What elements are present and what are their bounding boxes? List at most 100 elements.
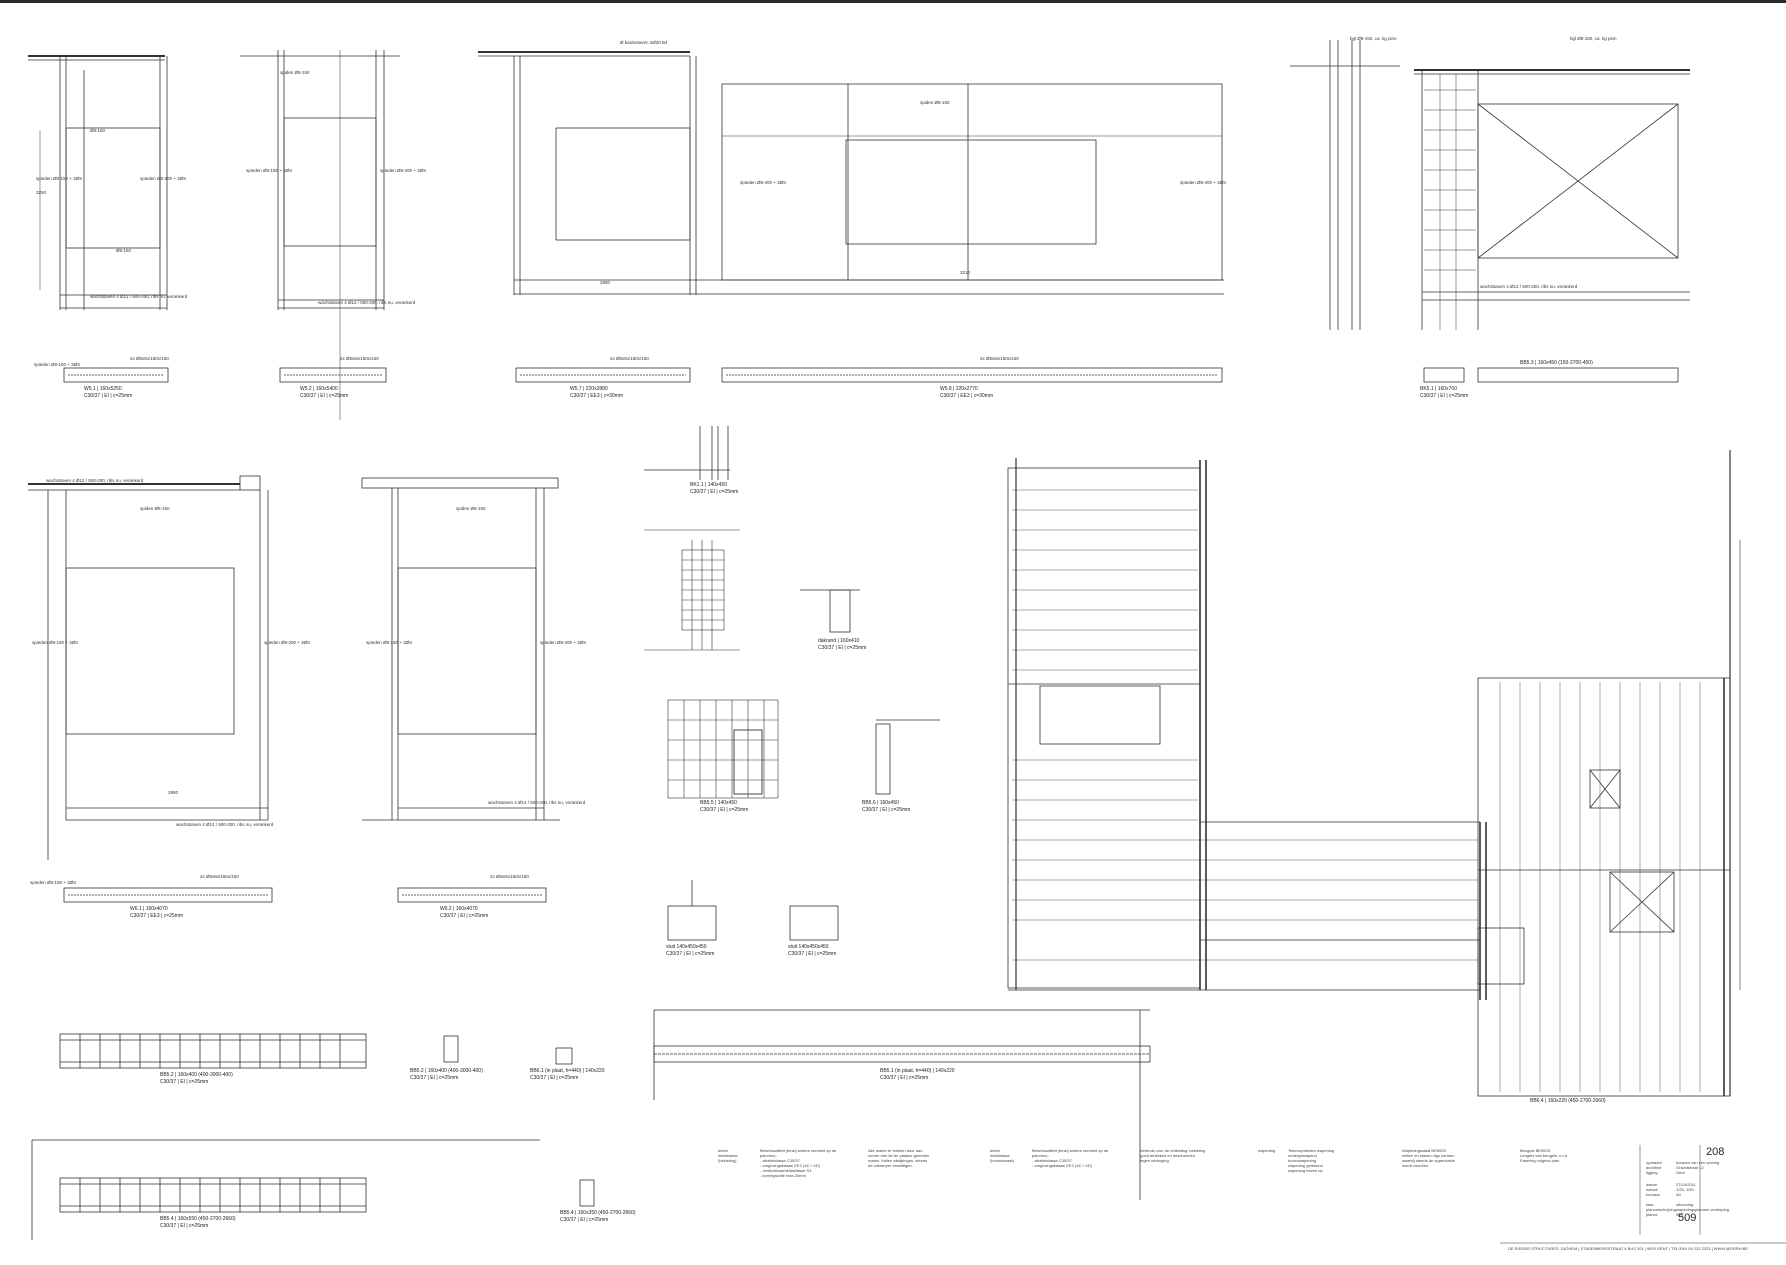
note-2: Betonkwaliteit (tenzij anders vermeld op… [760,1148,837,1178]
label-rebar-8: spiden Ø8-150 [456,506,486,511]
label-bottom-4: wachtstaven 4 Ø12 / 500-200, ribs nu, ve… [46,478,144,483]
caption-bb5-2-a-spec: C30/37 | EI | c=25mm [160,1079,209,1085]
beam-section-bb5-4 [579,1179,595,1207]
label-rebar-a: spiden Ø8-150 [280,70,310,75]
caption-w6-1-spec: C30/37 | EE3 | c=25mm [130,913,184,919]
wall-elevation-w6-1 [28,475,269,860]
wall-elevation-w6-2 [361,477,560,821]
caption-bb6-1: BB6.1 (in plaat, h=440) | 140x220 [530,1068,605,1074]
label-bottom-5: wachtstaven 4 Ø12 / 500-200, ribs nu, ve… [176,822,274,827]
title-block-labels-2: datum schaal formaat [1646,1182,1660,1197]
caption-dakrand-spec: C30/37 | EI | c=25mm [818,645,867,651]
beam-bb5-1 [653,1009,1151,1200]
detail-stuit-1 [667,880,717,941]
dim-right: 3210 [960,270,971,275]
label-dimbar-1: 2x Ø8x8x/150x/150 [130,356,169,361]
label-stirrups-1: spieden Ø8-150 + 3ØS [36,176,83,181]
sheet-revision: 509 [1678,1212,1697,1224]
label-dimbar-6: 2x Ø8x8x/150x/150 [490,874,529,879]
label-dimbar-5: 2x Ø8x8x/150x/150 [200,874,239,879]
caption-bb5-5: BB5.5 | 140x450 [700,800,737,806]
label-rebar-6: spiden Ø8-150 [140,506,170,511]
caption-plan-beam: BB6.4 | 160x220 (450-2700-2660) [1530,1098,1606,1104]
detail-lintel-grid [644,529,740,651]
dim-mid: 2950 [168,790,179,795]
caption-stuit-1: stuit 140x450x450 [666,944,707,950]
title-block-labels-3: fase planomschrijving plannr. [1646,1202,1676,1217]
label-strip-1: spieden Ø8-150 + 3ØS [34,362,81,367]
caption-bk5-1: BK5.1 | 160x700 [1420,386,1457,392]
caption-stuit-2: stuit 140x450x450 [788,944,829,950]
wall-elevation-w5-8 [721,83,1223,281]
caption-bb5-2-b-spec: C30/37 | EI | c=25mm [410,1075,459,1081]
label-rebar-1: spieden Ø8-200 + 3ØS [140,176,187,181]
floor-plan [1007,450,1741,1097]
wall-elevation-w5-2 [240,50,400,420]
caption-w5-8-spec: C30/37 | EE3 | c=30mm [940,393,994,399]
caption-bb5-4-a-spec: C30/37 | EI | c=25mm [160,1223,209,1229]
caption-bb5-1-spec: C30/37 | EI | c=25mm [880,1075,929,1081]
caption-stuit-2-spec: C30/37 | EI | c=25mm [788,951,837,957]
label-stirrups-2: spieden Ø8-150 + 3ØS [246,168,293,173]
label-bottom-6: wachtstaven 4 Ø12 / 500-200, ribs nu, ve… [488,800,586,805]
wall-elevation-bb5-3 [1414,69,1690,330]
caption-bb5-4-b: BB5.4 | 160x350 (450-2700-2660) [560,1210,636,1216]
caption-w5-7-spec: C30/37 | EE3 | c=30mm [570,393,624,399]
label-dimbar-3: 2x Ø8x8x/150x/150 [610,356,649,361]
label-stirrups-4: spieden Ø8-150 + 3ØS [366,640,413,645]
note-3: Alle maten te toetsen door aan nemer met… [868,1148,930,1168]
caption-bb5-6: BB5.6 | 160x450 [862,800,899,806]
sheet-number: 208 [1706,1146,1725,1158]
label-stirrups-3: spieden Ø8-150 + 3ØS [32,640,79,645]
note-7: wapening [1258,1148,1276,1153]
label-lintel: Ø basisstaven 2Ø20 B4 [620,40,668,45]
wall-grid [1424,74,1476,330]
caption-bb5-1: BB5.1 (in plaat, h=440) | 140x220 [880,1068,955,1074]
title-block-frame [1500,1145,1786,1244]
caption-bb5-4-b-spec: C30/37 | EI | c=25mm [560,1217,609,1223]
caption-bb5-6-spec: C30/37 | EI | c=25mm [862,807,911,813]
caption-w5-2: W5.2 | 160x5400 [300,386,338,392]
beam-bb5-4 [31,1139,540,1240]
detail-dakrand [800,589,860,633]
caption-w5-2-spec: C30/37 | EI | c=25mm [300,393,349,399]
label-rebar-top-1: Ø8-150 [90,128,106,133]
label-bottom-2: wachtstaven 4 Ø12 / 500-200, ribs nu, ve… [318,300,416,305]
caption-w5-1-spec: C30/37 | EI | c=25mm [84,393,133,399]
label-bottom-3: wachtstaven 4 Ø12 / 500-200, ribs nu, ve… [1480,284,1578,289]
beam-section-bb5-2 [443,1035,459,1063]
detail-bb5-5 [667,699,779,799]
section-strips-row1 [63,367,1679,383]
label-rebar-7: spieden Ø8-200 + 3ØS [264,640,311,645]
caption-bb6-1-spec: C30/37 | EI | c=25mm [530,1075,579,1081]
caption-w5-1: W5.1 | 160x5250 [84,386,122,392]
detail-bk1-1 [644,426,730,480]
note-4: beton werkklasse (bovenkwaal) [990,1148,1014,1163]
caption-bb5-5-spec: C30/37 | EI | c=25mm [700,807,749,813]
wall-elevation-w5-1 [28,55,168,310]
title-block-labels-1: opdracht architect ligging [1646,1160,1662,1175]
note-1: beton werkklasse (bekisting) [718,1148,738,1163]
office-stamp: DE RIDDER STRUCTURES, DATHEM | STADENBER… [1508,1246,1749,1251]
label-strip-2: spieden Ø8-150 + 3ØS [30,880,77,885]
label-dimbar-2: 2x Ø8x8x/150x/150 [340,356,379,361]
caption-bk1-1-spec: C30/37 | EI | c=25mm [690,489,739,495]
label-rebar-bottom-1: Ø8-150 [116,248,132,253]
note-8: Tekensymbolen wapening ondergewapend bov… [1288,1148,1335,1173]
caption-bk5-1-spec: C30/37 | EI | c=25mm [1420,393,1469,399]
detail-stuit-2 [789,905,839,941]
caption-w6-2: W6.2 | 160x4070 [440,906,478,912]
section-strips-row2 [63,887,547,903]
caption-bb5-2-a: BB5.2 | 160x400 (400-3000-400) [160,1072,233,1078]
caption-bb5-4-a: BB5.4 | 160x550 (450-2700-2660) [160,1216,236,1222]
note-5: Betonkwaliteit (tenzij anders vermeld op… [1032,1148,1109,1168]
label-rebar-4: spieden Ø8-200 + 3ØS [1180,180,1227,185]
label-top-slab-1: bgl Ø8-150, ca. kg pinn [1350,36,1397,41]
dim-low: 2880 [600,280,611,285]
label-rebar-2: spieden Ø8-200 + 3ØS [380,168,427,173]
top-border [0,0,1786,3]
dim-left: 3250 [36,190,47,195]
caption-stuit-1-spec: C30/37 | EI | c=25mm [666,951,715,957]
label-rebar-9: spieden Ø8-200 + 3ØS [540,640,587,645]
